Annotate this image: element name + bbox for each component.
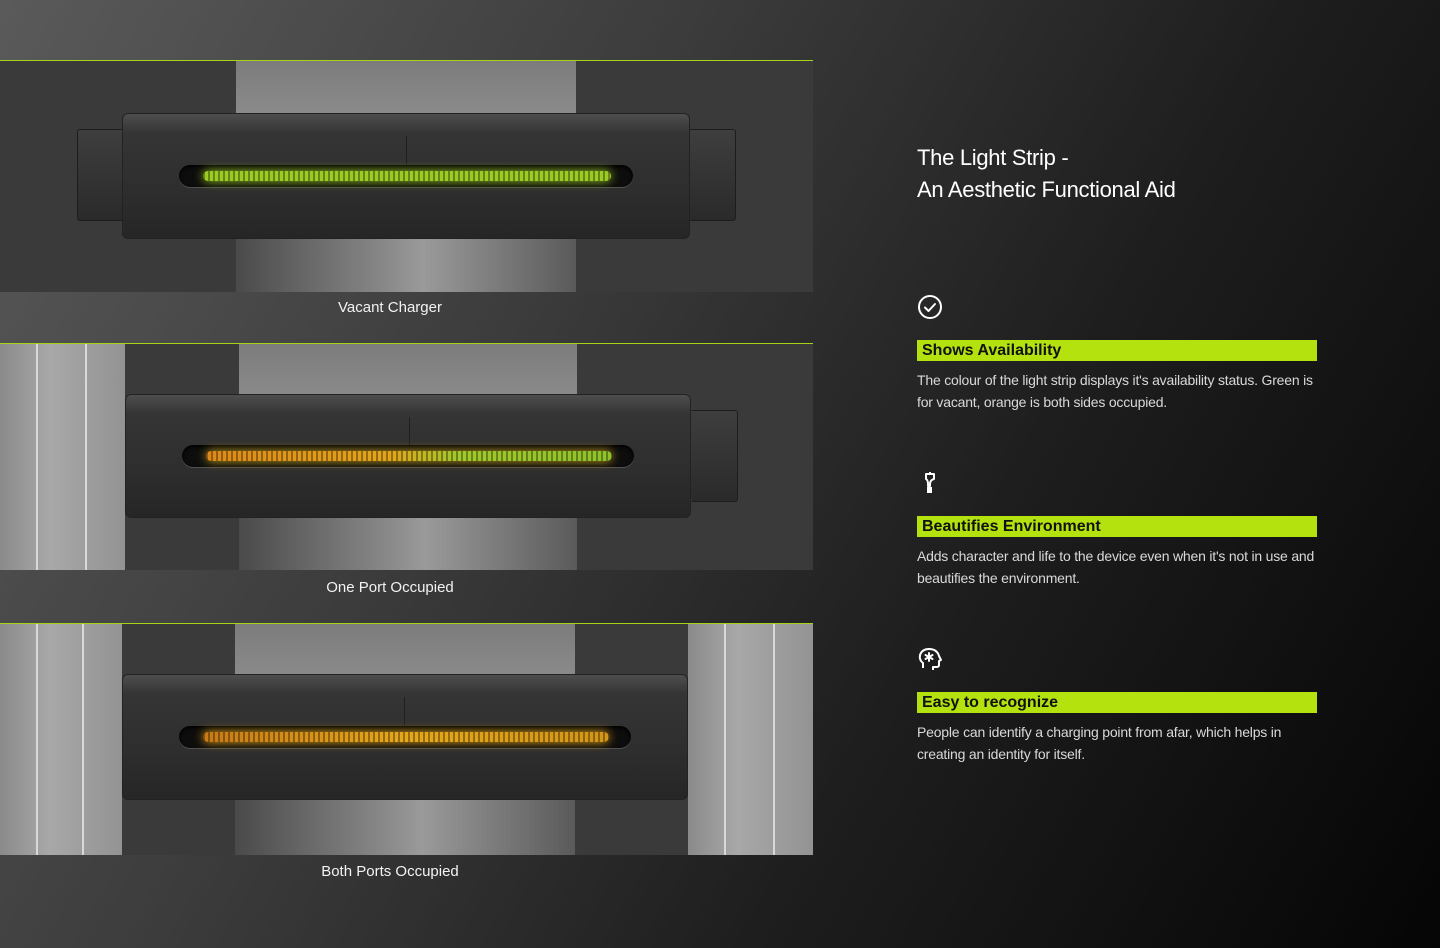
light-strip	[179, 726, 631, 748]
light-strip	[182, 445, 634, 467]
check-circle-icon	[918, 295, 942, 319]
background-wall	[0, 344, 125, 570]
left-port	[77, 129, 125, 221]
caption-one-port: One Port Occupied	[326, 579, 454, 596]
feature-tag: Shows Availability	[917, 340, 1317, 361]
right-port	[688, 129, 736, 221]
feature-beautifies: Beautifies Environment Adds character an…	[917, 470, 1317, 589]
head-idea-icon	[918, 648, 942, 670]
right-port	[690, 410, 738, 502]
feature-tag: Beautifies Environment	[917, 516, 1317, 537]
feature-recognize: Easy to recognize People can identify a …	[917, 646, 1317, 765]
light-bulb-icon	[925, 472, 935, 493]
light-strip-orange	[203, 732, 609, 742]
title-line-2: An Aesthetic Functional Aid	[917, 177, 1176, 202]
feature-description: The colour of the light strip displays i…	[917, 372, 1313, 410]
background-wall-right	[688, 624, 813, 855]
feature-description: Adds character and life to the device ev…	[917, 548, 1315, 586]
feature-tag: Easy to recognize	[917, 692, 1317, 713]
background-wall-left	[0, 624, 122, 855]
light-strip-green	[203, 171, 611, 181]
one-port-image	[0, 343, 813, 570]
vacant-charger-image	[0, 60, 813, 292]
light-strip	[179, 165, 633, 187]
feature-availability: Shows Availability The colour of the lig…	[917, 294, 1317, 413]
caption-vacant: Vacant Charger	[338, 299, 442, 316]
title-line-1: The Light Strip -	[917, 145, 1069, 170]
feature-description: People can identify a charging point fro…	[917, 724, 1282, 762]
caption-both-ports: Both Ports Occupied	[321, 863, 459, 880]
both-ports-image	[0, 623, 813, 855]
section-title: The Light Strip - An Aesthetic Functiona…	[917, 142, 1176, 206]
light-strip-mixed	[206, 451, 612, 461]
